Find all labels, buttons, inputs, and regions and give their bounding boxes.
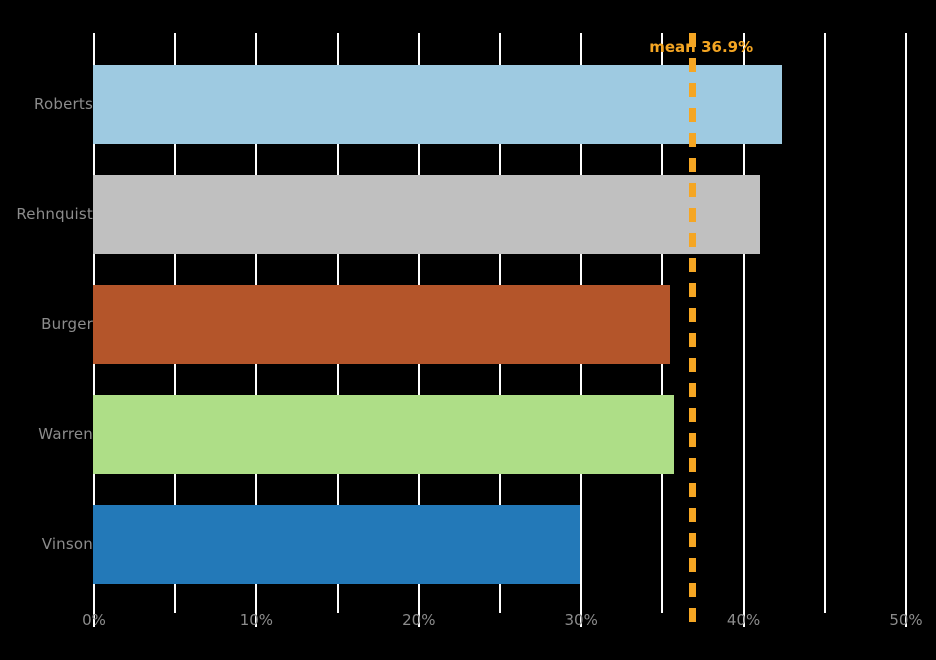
mean-label: mean 36.9%	[649, 38, 754, 56]
bar-row[interactable]	[93, 395, 675, 474]
x-axis-tick	[742, 613, 745, 627]
mean-line	[689, 33, 697, 628]
y-axis-label-warren: Warren	[38, 424, 93, 443]
bar-row[interactable]	[93, 175, 761, 254]
gridline	[742, 33, 745, 613]
bar-burger[interactable]	[93, 285, 670, 364]
x-axis-label-40pct: 40%	[726, 611, 761, 629]
x-axis-label-0pct: 0%	[82, 611, 106, 629]
bar-vinson[interactable]	[93, 505, 581, 584]
x-axis-tick	[580, 613, 583, 627]
y-axis-label-roberts: Roberts	[34, 94, 93, 113]
gridline	[905, 33, 907, 613]
x-axis-label-10pct: 10%	[239, 611, 274, 629]
y-axis-label-rehnquist: Rehnquist	[16, 204, 93, 223]
bar-row[interactable]	[93, 285, 670, 364]
bar-row[interactable]	[93, 65, 782, 144]
y-axis-label-vinson: Vinson	[41, 534, 93, 553]
x-axis-tick	[905, 613, 907, 627]
x-axis-label-30pct: 30%	[564, 611, 598, 629]
x-axis-label-50pct: 50%	[889, 611, 923, 629]
y-axis-label-burger: Burger	[41, 314, 93, 333]
bar-row[interactable]	[93, 505, 581, 584]
bar-warren[interactable]	[93, 395, 675, 474]
bar-roberts[interactable]	[93, 65, 782, 144]
x-axis-label-20pct: 20%	[402, 611, 436, 629]
x-axis-tick	[255, 613, 258, 627]
x-axis-tick	[417, 613, 420, 627]
x-axis-tick	[93, 613, 95, 627]
gridline	[823, 33, 826, 613]
bar-rehnquist[interactable]	[93, 175, 761, 254]
plot-area	[93, 33, 907, 613]
